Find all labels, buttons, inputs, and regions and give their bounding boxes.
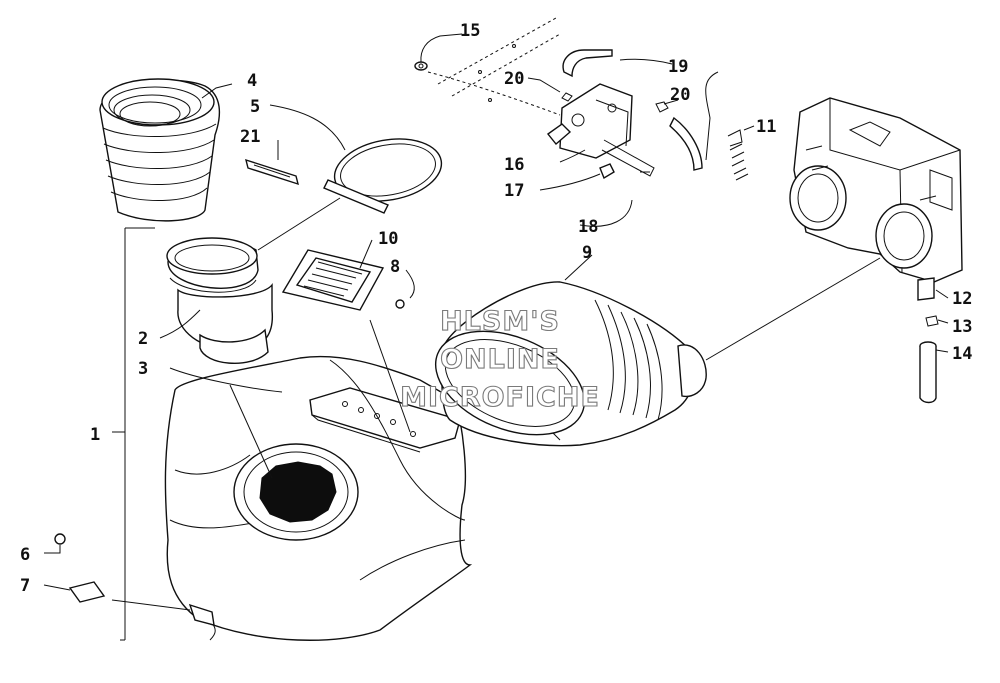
callout-4: 4: [247, 71, 257, 91]
callout-10: 10: [378, 229, 398, 249]
callout-3: 3: [138, 359, 148, 379]
part-carburetor[interactable]: [789, 97, 963, 301]
callout-1: 1: [90, 425, 100, 445]
callout-11: 11: [756, 117, 776, 137]
callout-7: 7: [20, 576, 30, 596]
callout-13: 13: [952, 317, 972, 337]
callout-8: 8: [390, 257, 400, 277]
part-fuel-pump[interactable]: [546, 49, 703, 177]
callout-18: 18: [578, 217, 598, 237]
callout-20-right: 20: [670, 85, 690, 105]
part-filter-screen[interactable]: [281, 249, 385, 311]
part-intake-adapter[interactable]: [166, 237, 274, 364]
callout-19: 19: [668, 57, 688, 77]
watermark-line-2: ONLINE: [440, 344, 560, 375]
part-drain-tube[interactable]: [919, 341, 937, 404]
callout-5: 5: [250, 97, 260, 117]
part-gasket[interactable]: [925, 315, 939, 327]
part-airbox-housing[interactable]: [164, 355, 473, 641]
callout-labels: 1 2 3 4 5 6 7 8 9 10 11 12 13 14 15 16 1…: [20, 21, 972, 596]
callout-20-left: 20: [504, 69, 524, 89]
part-intake-silencer[interactable]: [420, 281, 707, 455]
part-screw-8[interactable]: [395, 299, 405, 309]
part-bracket-7[interactable]: [68, 581, 106, 603]
part-clamp[interactable]: [323, 131, 446, 214]
callout-15: 15: [460, 21, 480, 41]
watermark-line-1: HLSM'S: [440, 306, 560, 337]
callout-6: 6: [20, 545, 30, 565]
callout-17: 17: [504, 181, 524, 201]
callout-16: 16: [504, 155, 524, 175]
callout-2: 2: [138, 329, 148, 349]
part-plate[interactable]: [245, 158, 299, 186]
callout-12: 12: [952, 289, 972, 309]
callout-21: 21: [240, 127, 260, 147]
callout-9: 9: [582, 243, 592, 263]
watermark-line-3: MICROFICHE: [400, 382, 600, 413]
callout-14: 14: [952, 344, 972, 364]
part-bellows-boot[interactable]: [99, 78, 221, 222]
watermark: HLSM'S ONLINE MICROFICHE: [400, 305, 600, 413]
part-screw-6[interactable]: [54, 533, 66, 545]
leader-lines: [43, 33, 949, 641]
